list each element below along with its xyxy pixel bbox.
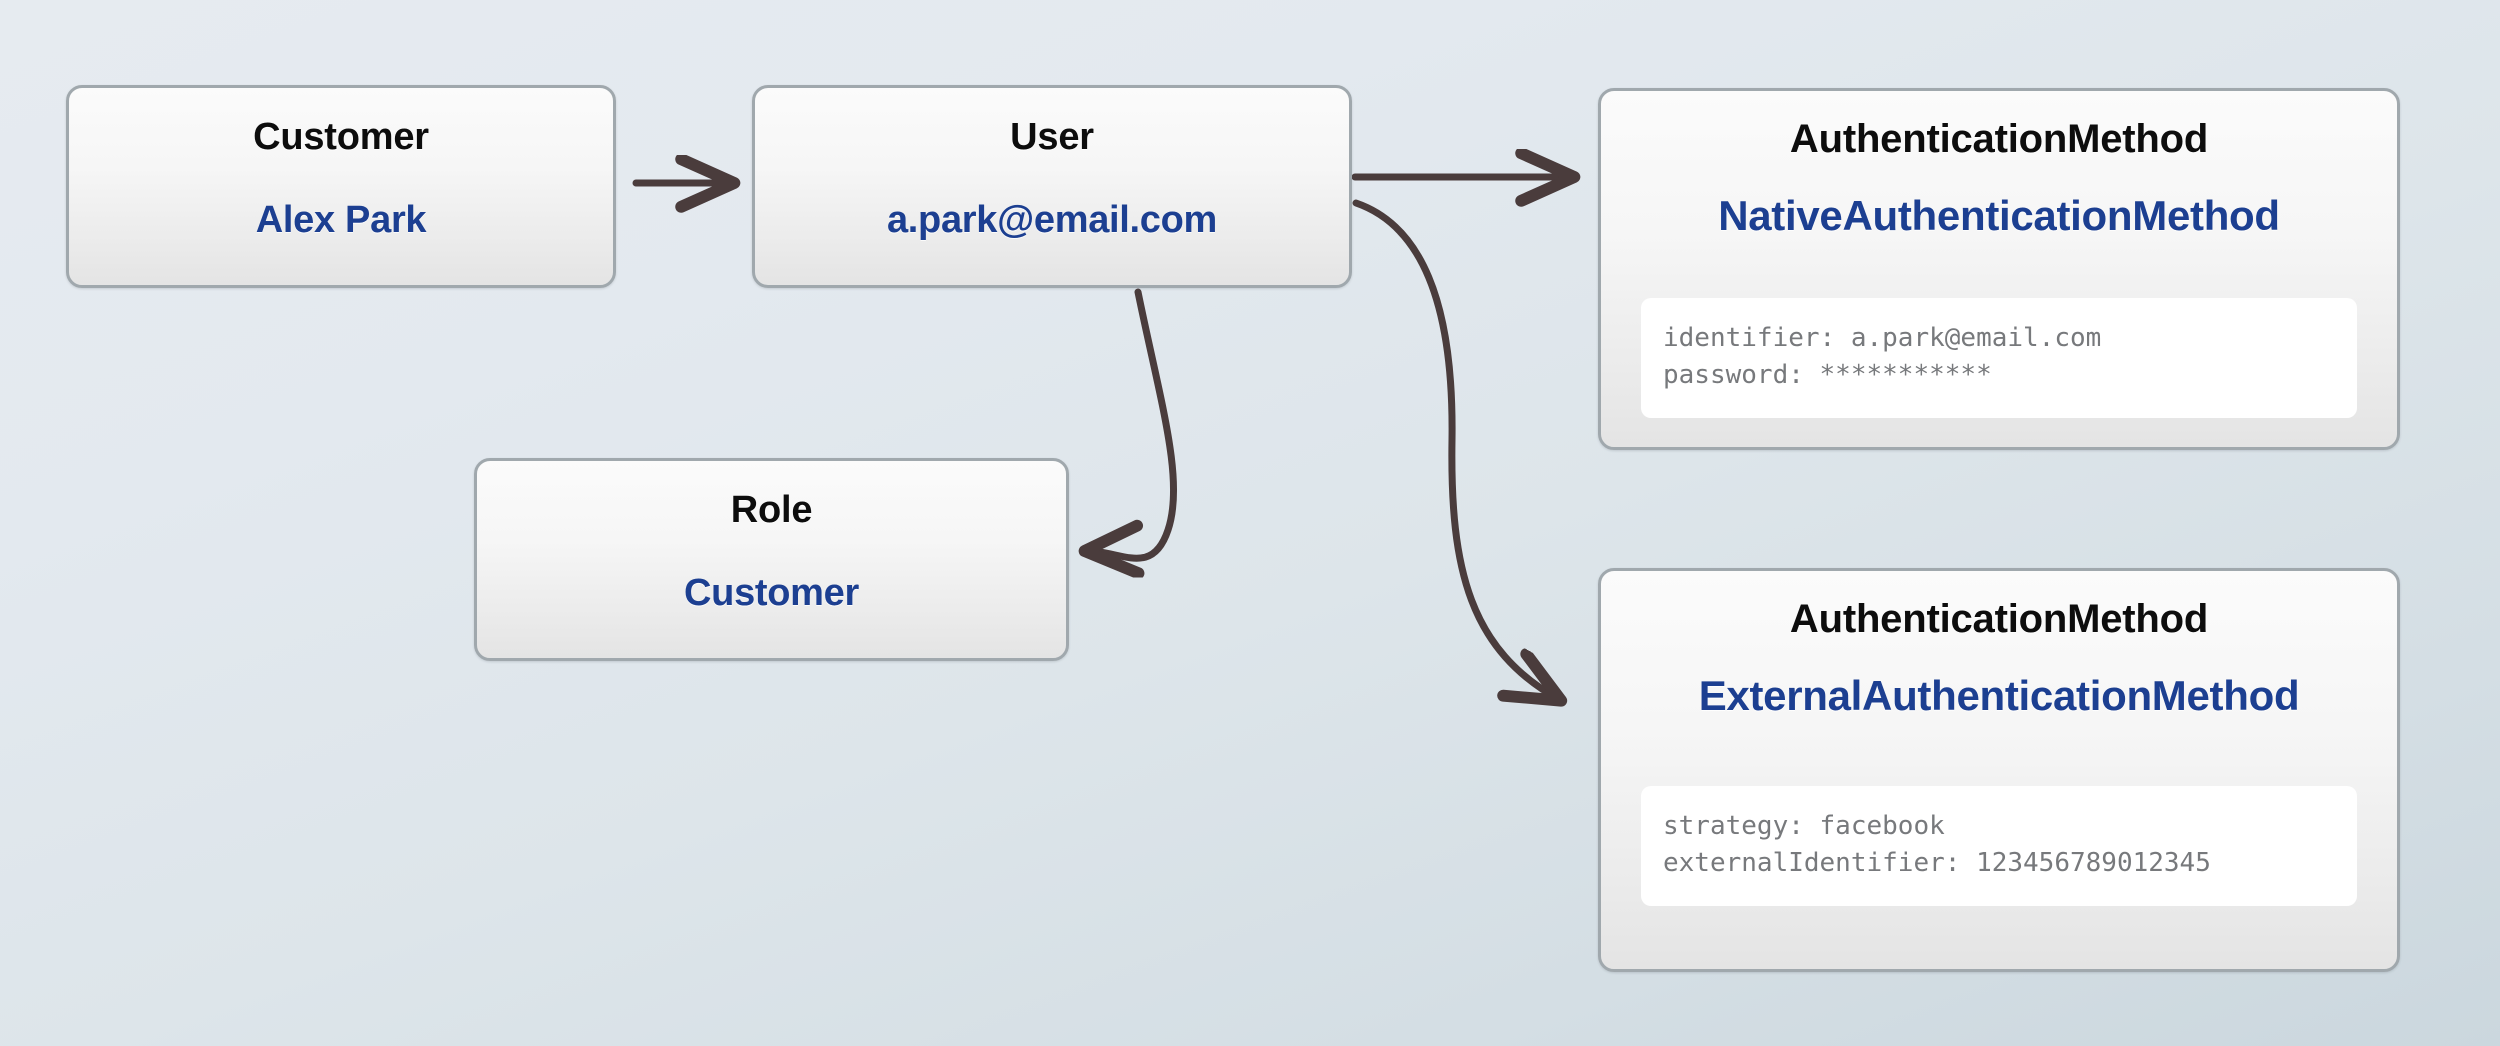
attribute-panel: identifier: a.park@email.com password: *…	[1641, 298, 2357, 418]
entity-value-label: NativeAuthenticationMethod	[1718, 192, 2280, 239]
entity-node-native-auth[interactable]: AuthenticationMethod NativeAuthenticatio…	[1598, 88, 2400, 450]
entity-value-label: a.park@email.com	[886, 199, 1218, 241]
entity-type-label: AuthenticationMethod	[1789, 597, 2209, 641]
attribute-panel: strategy: facebook externalIdentifier: 1…	[1641, 786, 2357, 906]
edge-user-to-role	[1086, 288, 1178, 558]
entity-value-label: Customer	[684, 572, 859, 614]
entity-value-label: ExternalAuthenticationMethod	[1698, 672, 2300, 719]
edge-user-to-external-auth	[1352, 199, 1560, 700]
attribute-external-identifier: externalIdentifier: 123456789012345	[1663, 847, 2211, 878]
entity-node-external-auth[interactable]: AuthenticationMethod ExternalAuthenticat…	[1598, 568, 2400, 972]
attribute-strategy: strategy: facebook	[1663, 811, 1945, 841]
entity-type-label: AuthenticationMethod	[1789, 117, 2209, 161]
entity-type-label: Role	[730, 489, 813, 531]
entity-node-role[interactable]: Role Customer	[474, 458, 1069, 661]
entity-type-label: User	[1010, 116, 1094, 158]
attribute-password: password: ***********	[1663, 359, 1992, 390]
entity-type-label: Customer	[253, 116, 429, 158]
entity-node-user[interactable]: User a.park@email.com	[752, 85, 1352, 288]
entity-node-customer[interactable]: Customer Alex Park	[66, 85, 616, 288]
entity-value-label: Alex Park	[255, 199, 427, 241]
attribute-identifier: identifier: a.park@email.com	[1663, 323, 2102, 353]
